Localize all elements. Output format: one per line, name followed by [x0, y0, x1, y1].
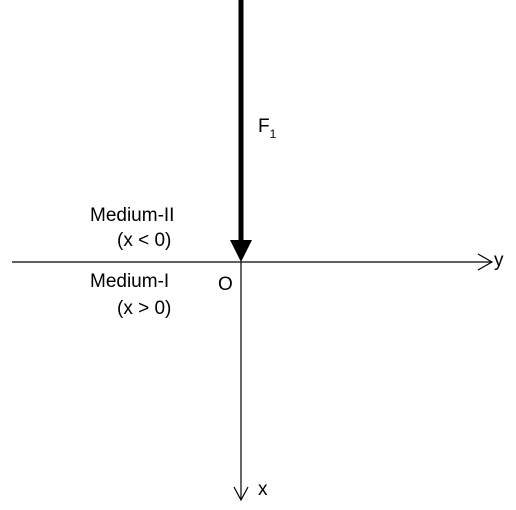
medium-i-name: Medium-I — [90, 271, 169, 292]
medium-ii-condition: (x < 0) — [117, 230, 171, 251]
force-label: F1 — [258, 116, 277, 141]
y-axis-label: y — [494, 250, 504, 271]
y-axis-arrowhead — [477, 253, 494, 271]
medium-i-condition: (x > 0) — [117, 298, 171, 319]
x-axis-arrowhead — [233, 486, 249, 502]
medium-ii-name: Medium-II — [90, 205, 174, 226]
origin-label: O — [218, 274, 233, 295]
x-axis-label: x — [258, 479, 268, 500]
force-arrowhead — [230, 240, 252, 262]
